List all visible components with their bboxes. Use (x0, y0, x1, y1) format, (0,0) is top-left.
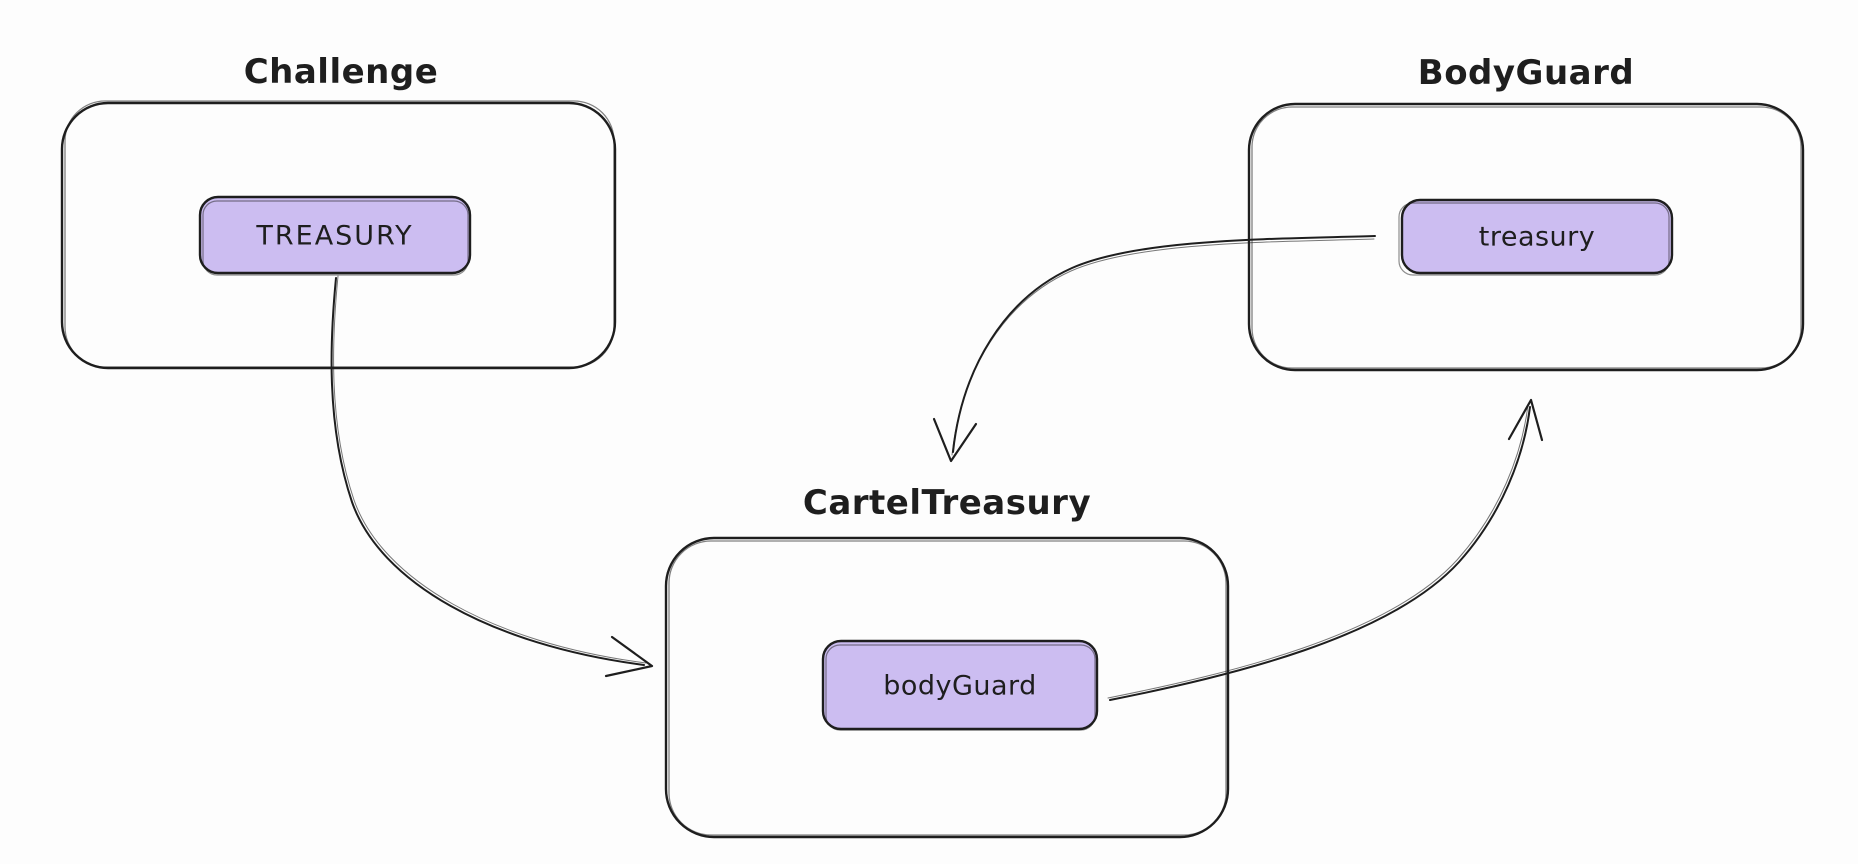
carteltreasury-box-title: CartelTreasury (802, 483, 1092, 523)
arrowhead-right-icon (604, 635, 654, 678)
arrow-treasury-to-carteltreasury (330, 275, 654, 678)
bodyguard-box (1247, 102, 1805, 372)
sketch-group (60, 100, 1805, 839)
treasury-field-pill-challenge-sketch (202, 200, 469, 276)
challenge-box (60, 101, 617, 370)
arrow-bodyguard-to-bodyguard-box (1107, 398, 1544, 701)
carteltreasury-box-sketch-stroke (668, 540, 1227, 836)
challenge-box-sketch-stroke (64, 100, 615, 368)
treasury-field-label-challenge: TREASURY (256, 220, 414, 252)
carteltreasury-box (664, 536, 1230, 839)
treasury-field-pill-bodyguard-sketch (1398, 202, 1670, 276)
arrow-treasury-to-carteltreasury-top (932, 235, 1376, 463)
bodyguard-field-pill-cartel-sketch (825, 644, 1096, 731)
bodyguard-field-pill-cartel (821, 639, 1099, 731)
treasury-field-pill-bodyguard (1400, 198, 1674, 275)
treasury-field-label-bodyguard: treasury (1478, 221, 1596, 253)
bodyguard-field-label-cartel: bodyGuard (883, 670, 1037, 702)
bodyguard-box-sketch-stroke (1251, 106, 1802, 369)
challenge-box-title: Challenge (243, 52, 439, 92)
arrowhead-up-icon (1507, 398, 1544, 442)
arrowhead-down-icon (932, 417, 978, 463)
bodyguard-box-title: BodyGuard (1417, 53, 1635, 93)
treasury-field-pill-challenge (198, 195, 472, 275)
